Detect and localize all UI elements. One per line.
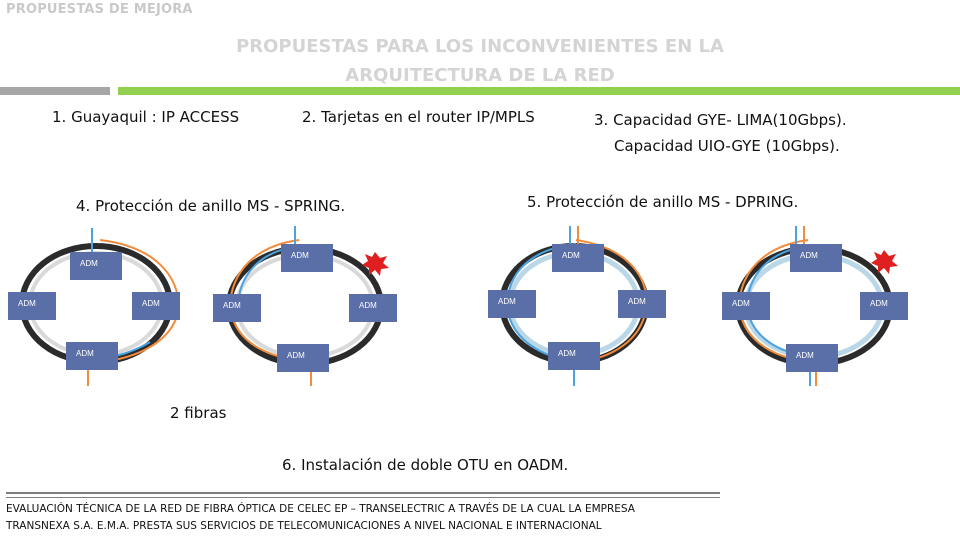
svg-text:ADM: ADM (870, 299, 888, 308)
svg-text:ADM: ADM (76, 349, 94, 358)
dpring-ring-normal-diagram: ADM ADM ADM ADM (482, 222, 672, 388)
spring-ring-normal-diagram: ADM ADM ADM ADM (0, 222, 195, 388)
item-capacity-gye-lima: 3. Capacidad GYE- LIMA(10Gbps). (594, 111, 847, 129)
adm-node-left: ADM (722, 292, 770, 320)
adm-node-right: ADM (132, 292, 180, 320)
svg-text:ADM: ADM (498, 297, 516, 306)
adm-node-left: ADM (213, 294, 261, 322)
divider-green (118, 87, 960, 95)
adm-node-right: ADM (860, 292, 908, 320)
adm-node-left: ADM (488, 290, 536, 318)
svg-text:ADM: ADM (359, 301, 377, 310)
item-dpring: 5. Protección de anillo MS - DPRING. (527, 193, 799, 211)
page-title: PROPUESTAS PARA LOS INCONVENIENTES EN LA… (150, 32, 810, 90)
adm-node-right: ADM (618, 290, 666, 318)
adm-node-left: ADM (8, 292, 56, 320)
item-double-otu: 6. Instalación de doble OTU en OADM. (282, 456, 569, 474)
footer-line2: TRANSNEXA S.A. E.M.A. PRESTA SUS SERVICI… (6, 520, 602, 532)
footer: EVALUACIÓN TÉCNICA DE LA RED DE FIBRA ÓP… (6, 501, 746, 535)
adm-node-bottom: ADM (786, 344, 838, 372)
svg-text:ADM: ADM (223, 301, 241, 310)
svg-text:ADM: ADM (628, 297, 646, 306)
footer-divider (6, 492, 720, 494)
dpring-ring-failure-diagram: ADM ADM ADM ADM (716, 222, 919, 388)
svg-text:ADM: ADM (80, 259, 98, 268)
footer-divider-thin (6, 497, 720, 498)
item-ip-access: 1. Guayaquil : IP ACCESS (52, 108, 240, 126)
spring-ring-failure-diagram: ADM ADM ADM ADM (207, 222, 410, 388)
svg-text:ADM: ADM (796, 351, 814, 360)
svg-text:ADM: ADM (732, 299, 750, 308)
svg-text:ADM: ADM (291, 251, 309, 260)
svg-text:ADM: ADM (558, 349, 576, 358)
adm-node-top: ADM (70, 252, 122, 280)
section-label: PROPUESTAS DE MEJORA (6, 2, 193, 17)
svg-text:ADM: ADM (287, 351, 305, 360)
adm-node-top: ADM (790, 244, 842, 272)
svg-text:ADM: ADM (142, 299, 160, 308)
adm-node-top: ADM (552, 244, 604, 272)
fibers-note: 2 fibras (170, 404, 227, 422)
adm-node-bottom: ADM (277, 344, 329, 372)
footer-line1: EVALUACIÓN TÉCNICA DE LA RED DE FIBRA ÓP… (6, 503, 635, 515)
adm-node-bottom: ADM (548, 342, 600, 370)
item-router-cards: 2. Tarjetas en el router IP/MPLS (302, 108, 535, 126)
divider-gray (0, 87, 110, 95)
item-capacity-uio-gye: Capacidad UIO-GYE (10Gbps). (614, 137, 840, 155)
adm-node-right: ADM (349, 294, 397, 322)
svg-text:ADM: ADM (18, 299, 36, 308)
svg-text:ADM: ADM (800, 251, 818, 260)
adm-node-top: ADM (281, 244, 333, 272)
page-title-line1: PROPUESTAS PARA LOS INCONVENIENTES EN LA (236, 36, 724, 57)
item-spring: 4. Protección de anillo MS - SPRING. (76, 197, 346, 215)
svg-text:ADM: ADM (562, 251, 580, 260)
adm-node-bottom: ADM (66, 342, 118, 370)
page-title-line2: ARQUITECTURA DE LA RED (345, 65, 615, 86)
